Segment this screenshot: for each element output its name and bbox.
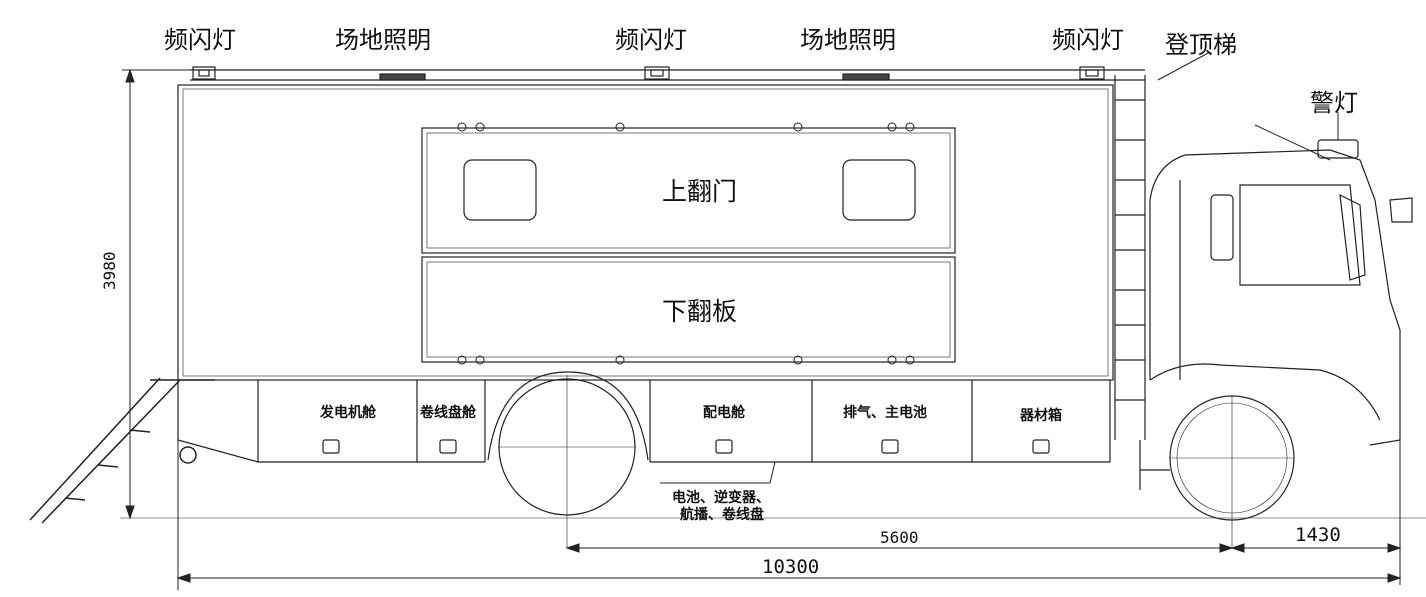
door-window-right (842, 159, 916, 221)
wheelbase-dimension (565, 543, 1234, 553)
door-window-left (463, 159, 537, 221)
lower-flip-panel (421, 256, 956, 363)
cab-side-window (1210, 194, 1234, 261)
strobe-light-middle (644, 66, 670, 80)
compartment-label-power-distribution: 配电舱 (703, 405, 745, 421)
wheelbase-dimension-value: 5600 (880, 528, 919, 547)
antenna (1254, 124, 1331, 161)
compartment-label-generator: 发电机舱 (320, 405, 376, 421)
strobe-light-label-2: 频闪灯 (615, 26, 687, 54)
lower-panel-label: 下翻板 (662, 297, 738, 326)
floodlight-left (379, 73, 426, 81)
compartment-label-exhaust-battery: 排气、主电池 (843, 405, 927, 421)
height-dimension (122, 68, 190, 520)
ladder-leader (1157, 51, 1211, 81)
floodlight-label-1: 场地照明 (335, 26, 431, 54)
compartment-label-equipment: 器材箱 (1020, 408, 1062, 424)
upper-flip-door (421, 127, 956, 254)
callout-line-1: 电池、逆变器、 (672, 490, 770, 506)
rear-wheel-arch (487, 371, 649, 461)
compartment-row (177, 380, 1111, 463)
front-overhang-dimension (1230, 330, 1402, 585)
warning-light (1317, 139, 1359, 159)
side-mirror (1339, 193, 1366, 281)
roof-rail (190, 69, 1145, 81)
ladder-label: 登顶梯 (1165, 31, 1237, 59)
front-overhang-dimension-value: 1430 (1295, 524, 1341, 546)
floodlight-label-2: 场地照明 (800, 26, 896, 54)
strobe-light-label-3: 频闪灯 (1052, 26, 1124, 54)
compartment-handles (322, 439, 1050, 454)
warning-light-label: 警灯 (1310, 89, 1358, 117)
compartment-label-cable-reel: 卷线盘舱 (420, 405, 476, 421)
overall-length-dimension-value: 10300 (762, 556, 820, 578)
height-dimension-value: 3980 (100, 251, 119, 290)
rear-step-ladder (29, 377, 215, 524)
side-ladder (1114, 75, 1146, 440)
cab-window (1239, 184, 1361, 286)
box-body (177, 84, 1114, 381)
strobe-light-label-1: 频闪灯 (164, 26, 236, 54)
truck-cab (1139, 149, 1413, 490)
hinges (457, 122, 915, 365)
strobe-light-right (1079, 66, 1105, 80)
upper-door-label: 上翻门 (662, 177, 738, 206)
callout-line-2: 航播、卷线盘 (680, 507, 764, 523)
overall-length-dimension (176, 380, 1402, 590)
strobe-light-left (192, 66, 216, 80)
floodlight-right (842, 73, 890, 81)
